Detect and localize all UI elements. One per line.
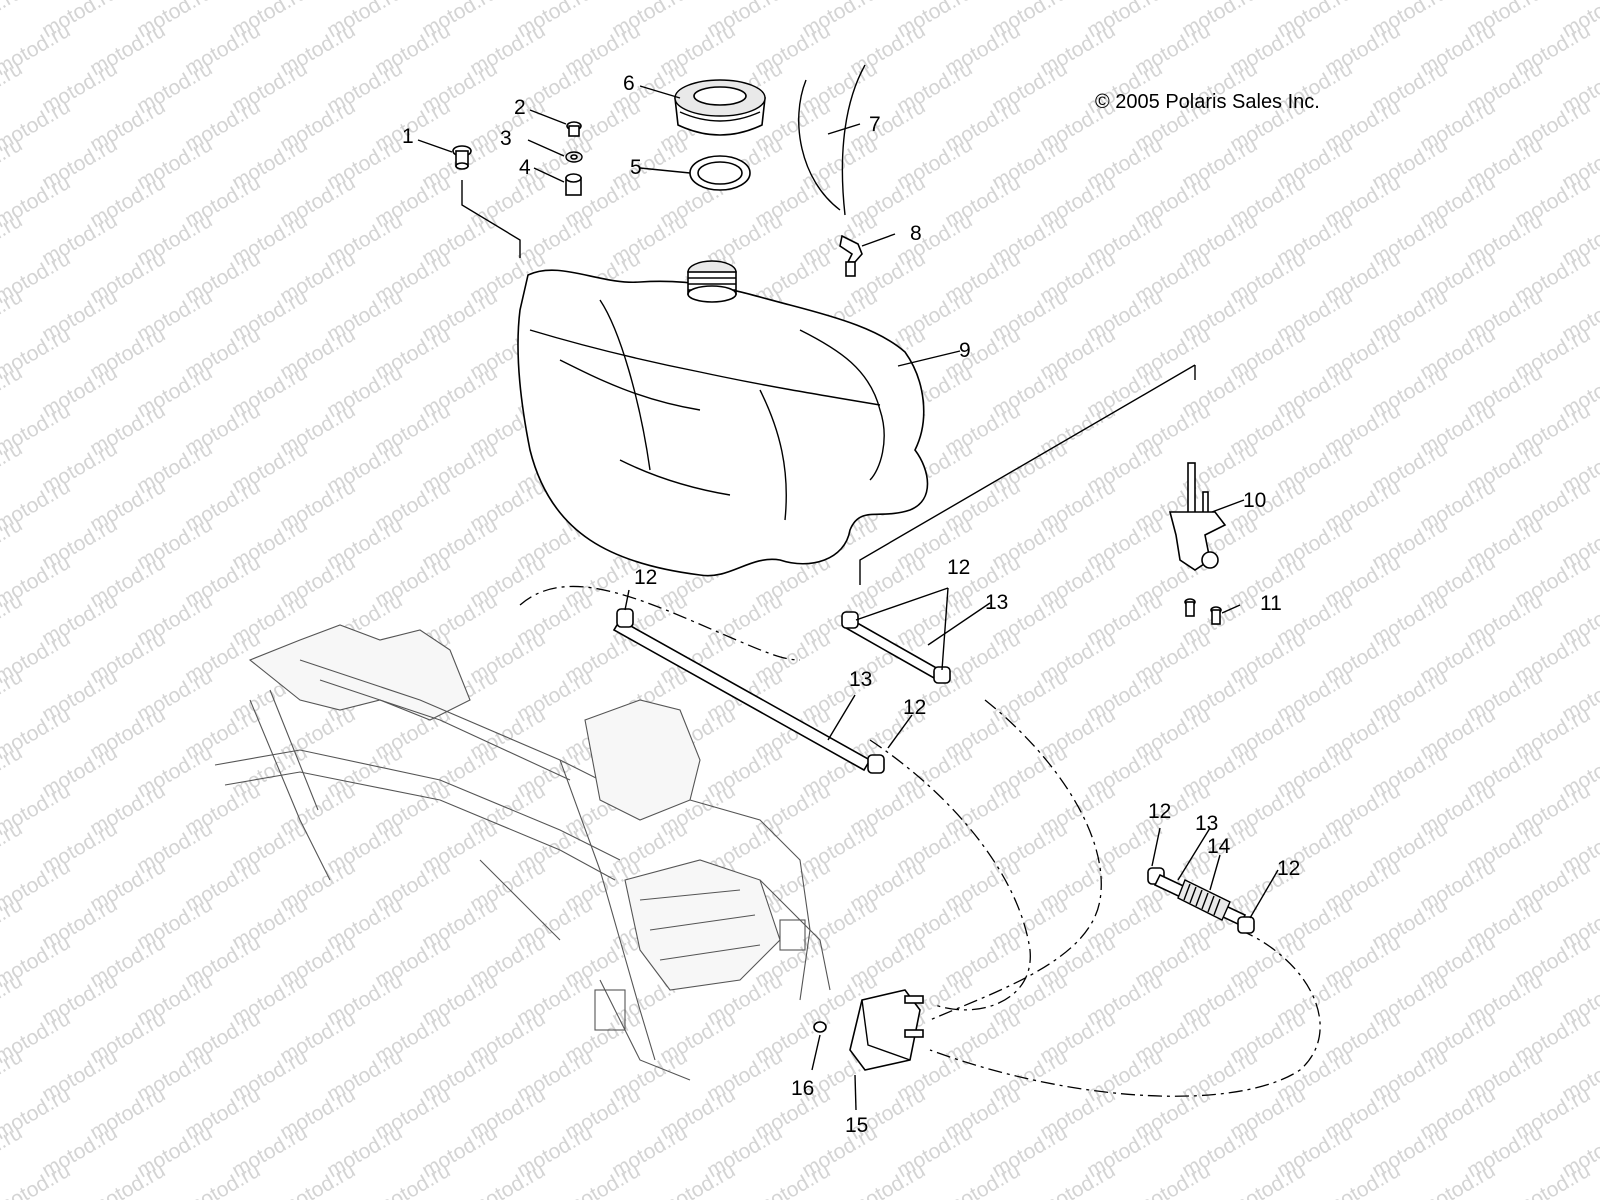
part-13-hose-right xyxy=(841,611,951,684)
part-3-washer xyxy=(565,151,583,163)
callout-10: 10 xyxy=(1243,489,1266,512)
callout-3: 3 xyxy=(500,127,512,150)
watermark-text: motod.ru xyxy=(1036,1159,1119,1200)
callout-2: 2 xyxy=(514,96,526,119)
watermark-text: motod.ru xyxy=(0,0,26,42)
leader-lines xyxy=(461,64,1321,1097)
callout-13-a: 13 xyxy=(985,591,1008,614)
part-9-fuel-tank xyxy=(517,260,929,577)
callout-16: 16 xyxy=(791,1077,814,1100)
part-1-bolt xyxy=(452,145,472,170)
part-13-hose-left xyxy=(612,608,885,774)
callout-11: 11 xyxy=(1260,592,1282,615)
watermark-text: motod.ru xyxy=(941,1159,1024,1200)
part-15-fuel-pump xyxy=(849,989,924,1111)
watermark-text: motod.ru xyxy=(86,1159,169,1200)
callout-13-c: 13 xyxy=(1195,812,1218,835)
clamp-leader-lines xyxy=(624,587,991,749)
callout-12-c: 12 xyxy=(903,696,926,719)
watermark-text: motod.ru xyxy=(0,1159,74,1200)
watermark-text: motod.ru xyxy=(1511,1159,1594,1200)
watermark-text: motod.ru xyxy=(846,1159,929,1200)
frame-chassis xyxy=(214,624,831,1081)
callout-12-b: 12 xyxy=(947,556,970,579)
watermark-text: motod.ru xyxy=(561,1159,644,1200)
callout-12-a: 12 xyxy=(634,566,657,589)
part-10-fuel-petcock xyxy=(1168,462,1227,571)
callout-4: 4 xyxy=(519,156,531,179)
watermark-text: motod.ru xyxy=(656,1159,739,1200)
callout-5: 5 xyxy=(630,156,642,179)
watermark-text: motod.ru xyxy=(1321,1159,1404,1200)
callout-7: 7 xyxy=(869,113,881,136)
callout-9: 9 xyxy=(959,339,971,362)
part-5-gasket xyxy=(689,155,751,191)
callout-8: 8 xyxy=(910,222,922,245)
watermark-text: motod.ru xyxy=(751,1159,834,1200)
part-6-fuel-cap xyxy=(674,79,766,136)
copyright-text: © 2005 Polaris Sales Inc. xyxy=(1095,91,1320,113)
callout-12-e: 12 xyxy=(1277,857,1300,880)
part-8-elbow-fitting xyxy=(839,234,863,277)
part-16-nut xyxy=(811,1021,827,1071)
watermark-text: motod.ru xyxy=(1416,1159,1499,1200)
watermark-text: motod.ru xyxy=(276,1159,359,1200)
part-2-screw xyxy=(566,121,582,137)
watermark-text: motod.ru xyxy=(1131,1159,1214,1200)
part-4-spacer xyxy=(565,173,582,196)
top-leaders xyxy=(417,85,1245,513)
watermark-text: motod.ru xyxy=(181,1159,264,1200)
callout-1: 1 xyxy=(402,125,414,148)
callout-13-b: 13 xyxy=(849,668,872,691)
part-14-fuel-filter xyxy=(1147,827,1279,934)
callout-14: 14 xyxy=(1207,835,1231,858)
watermark-text: motod.ru xyxy=(466,1159,549,1200)
part-7-vent-hose xyxy=(827,123,861,135)
watermark-text: motod.ru xyxy=(1226,1159,1309,1200)
watermark-text: motod.ru xyxy=(371,1159,454,1200)
callout-6: 6 xyxy=(623,72,635,95)
part-11-screws xyxy=(1184,598,1241,625)
callout-15: 15 xyxy=(845,1114,868,1137)
callout-12-d: 12 xyxy=(1148,800,1171,823)
